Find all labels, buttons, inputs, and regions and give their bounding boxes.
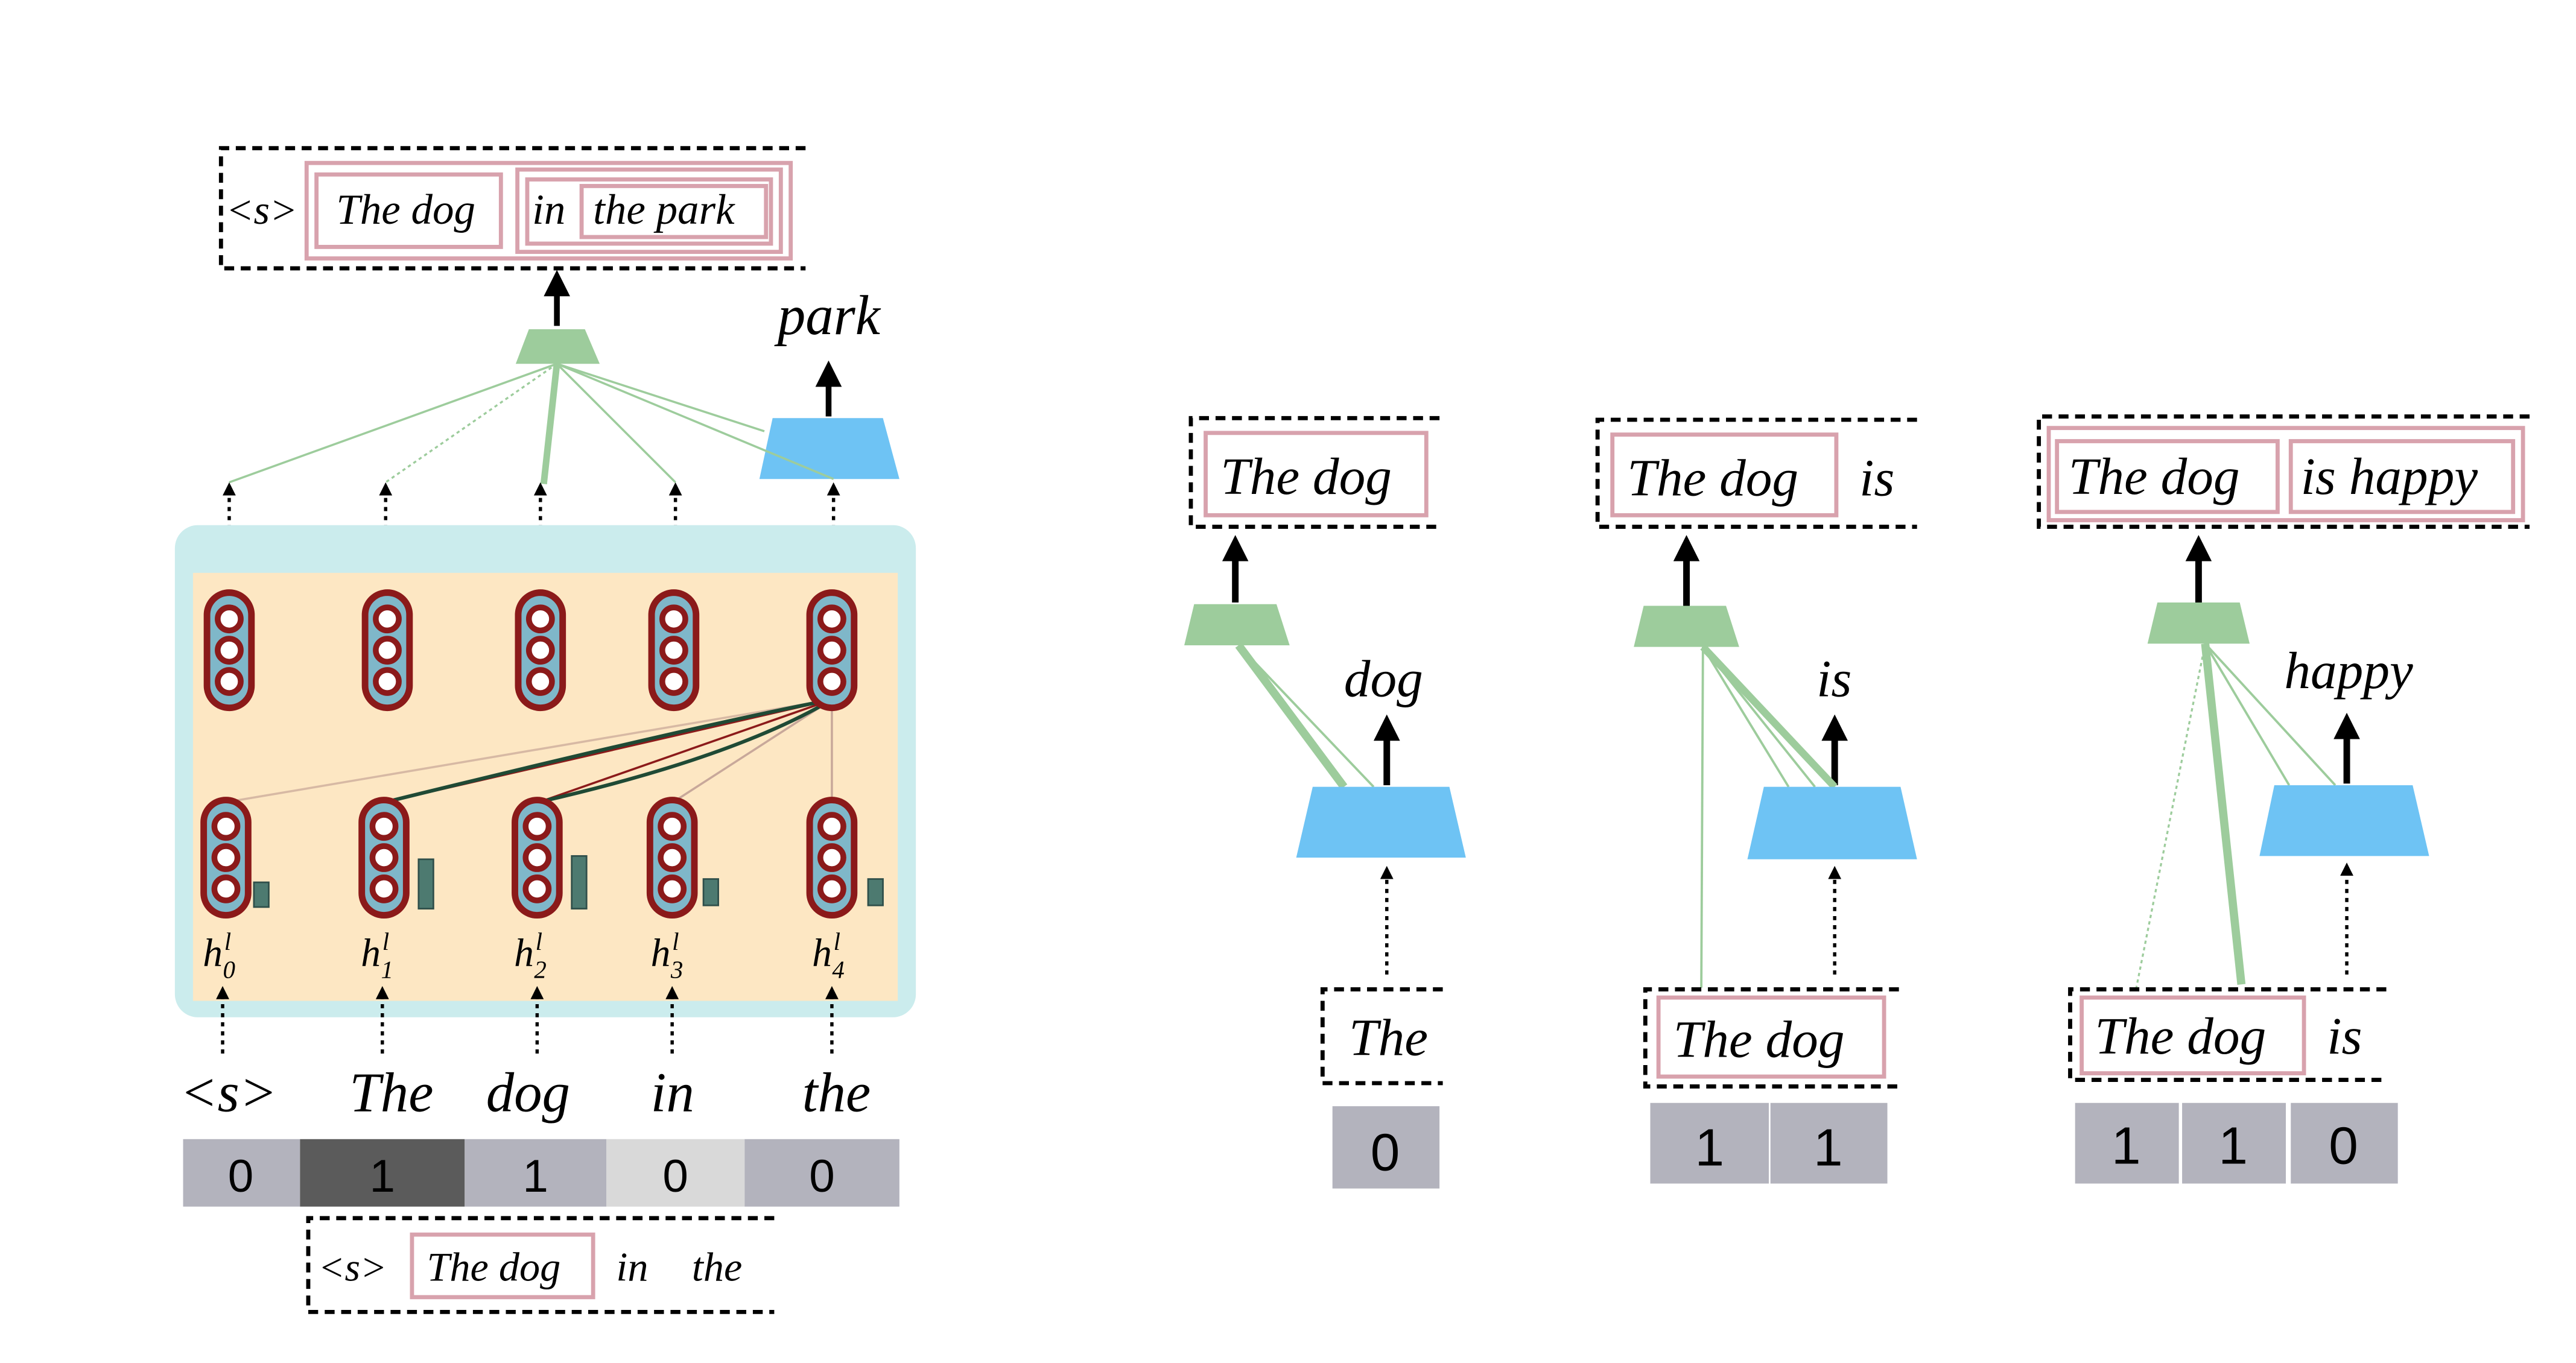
- left-top-word-in: in: [532, 186, 565, 233]
- step-2-output-trapezoid: [1747, 786, 1917, 859]
- left-top-s-token: <s>: [226, 187, 297, 233]
- step-3-top-word: is happy: [2301, 447, 2478, 505]
- step-1-top-word: The dog: [1220, 447, 1392, 505]
- svg-text:hl2: hl2: [514, 928, 547, 983]
- step-3-panel: The dog is happy happy The dog is 1 1 0: [2037, 414, 2530, 1184]
- step-2-attention-trapezoid: [1634, 606, 1739, 647]
- step-3-output-trapezoid: [2259, 785, 2429, 856]
- step-1-bit: 0: [1371, 1123, 1400, 1182]
- left-input-word: the: [802, 1061, 871, 1124]
- step-2-panel: The dog is is The dog 1 1: [1595, 417, 1917, 1184]
- svg-text:hl4: hl4: [812, 928, 845, 983]
- left-panel: <s> The dog in the park park: [174, 146, 916, 1314]
- left-output-word: park: [774, 285, 881, 347]
- left-input-word: The: [349, 1061, 433, 1124]
- step-3-bit: 1: [2218, 1116, 2248, 1175]
- left-top-word-the-park: the park: [593, 186, 735, 233]
- step-3-input-word: is: [2327, 1007, 2362, 1065]
- step-2-bit: 1: [1813, 1118, 1843, 1177]
- left-gate-bars: [253, 855, 884, 910]
- left-lower-dotted-arrows: [216, 985, 839, 1054]
- svg-text:hl3: hl3: [651, 928, 684, 983]
- step-1-panel: The dog dog The 0: [1184, 416, 1466, 1189]
- step-3-input-word: The dog: [2095, 1007, 2266, 1065]
- left-gate-strip: 0 1 1 0 0: [183, 1139, 899, 1207]
- step-3-bit: 1: [2111, 1116, 2141, 1175]
- step-1-attention-trapezoid: [1184, 604, 1290, 645]
- step-3-bit: 0: [2329, 1116, 2358, 1175]
- left-input-words: <s> The dog in the: [180, 1061, 871, 1124]
- gate-value: 1: [522, 1151, 548, 1202]
- gate-value: 0: [809, 1151, 835, 1202]
- step-1-output-word: dog: [1344, 650, 1423, 708]
- step-1-input-word: The: [1349, 1008, 1428, 1067]
- svg-text:the: the: [692, 1244, 742, 1290]
- left-self-attention-lines: [229, 698, 833, 804]
- left-input-word: dog: [486, 1061, 570, 1124]
- left-input-word: in: [651, 1061, 694, 1124]
- left-top-output-box: <s> The dog in the park: [218, 146, 806, 271]
- left-top-word-the-dog: The dog: [336, 186, 475, 233]
- svg-text:in: in: [616, 1244, 648, 1290]
- step-2-top-word: The dog: [1627, 449, 1798, 507]
- step-2-top-word: is: [1859, 449, 1894, 507]
- step-3-top-word: The dog: [2069, 447, 2240, 505]
- gate-value: 1: [370, 1151, 396, 1202]
- left-attention-lines: [229, 362, 834, 485]
- step-2-input-word: The dog: [1673, 1010, 1845, 1068]
- step-2-bit: 1: [1695, 1118, 1724, 1177]
- left-bottom-context-box: <s> The dog in the: [306, 1216, 775, 1314]
- step-3-attention-trapezoid: [2147, 602, 2250, 644]
- svg-text:<s>: <s>: [318, 1247, 387, 1290]
- left-output-trapezoid: [759, 418, 899, 479]
- step-3-output-word: happy: [2284, 641, 2413, 700]
- gate-value: 0: [228, 1151, 254, 1202]
- step-1-output-trapezoid: [1296, 786, 1466, 858]
- left-input-word: <s>: [180, 1061, 277, 1124]
- svg-text:hl1: hl1: [361, 928, 393, 983]
- left-attention-trapezoid: [515, 329, 600, 364]
- svg-text:The dog: The dog: [427, 1244, 560, 1290]
- step-2-output-word: is: [1816, 650, 1851, 708]
- svg-text:hl0: hl0: [203, 928, 235, 983]
- gate-value: 0: [662, 1151, 688, 1202]
